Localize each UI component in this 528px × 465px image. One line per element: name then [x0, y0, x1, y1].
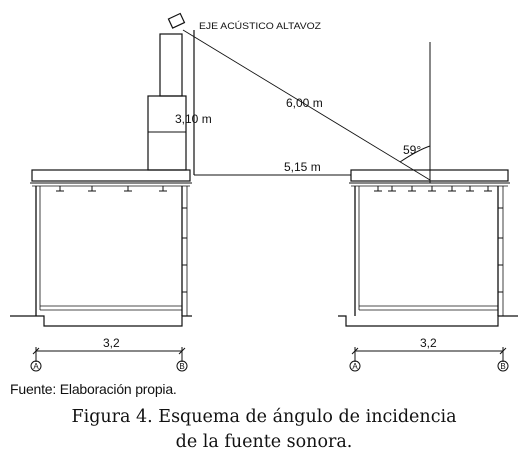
speaker-axis-label: EJE ACÚSTICO ALTAVOZ [199, 21, 321, 32]
height-label: 3,10 m [175, 112, 212, 126]
acoustic-axis-line [182, 29, 431, 181]
right-structure [338, 169, 518, 327]
left-wall-ticks [182, 207, 187, 293]
incidence-angle-diagram: EJE ACÚSTICO ALTAVOZ 3,10 m 6,00 m 5,15 … [10, 12, 518, 372]
axis-b-right-label: B [500, 362, 505, 371]
right-wall-ticks [498, 207, 503, 293]
figure-source: Fuente: Elaboración propia. [10, 381, 177, 397]
right-span-label: 3,2 [420, 336, 437, 350]
horizontal-distance-label: 5,15 m [284, 160, 321, 174]
left-span-label: 3,2 [103, 336, 120, 350]
right-ceiling-fixtures [374, 186, 492, 192]
axis-a-left-label: A [33, 362, 39, 371]
figure-caption-line1: Figura 4. Esquema de ángulo de incidenci… [71, 407, 457, 427]
left-dimension [30, 347, 188, 372]
angle-arc [399, 145, 431, 163]
speaker-tower [147, 30, 195, 175]
figure-caption-line2: de la fuente sonora. [175, 432, 353, 452]
left-ceiling-fixtures [56, 186, 167, 192]
axis-a-right-label: A [352, 362, 358, 371]
left-structure [10, 169, 192, 327]
slant-distance-label: 6,00 m [286, 96, 323, 110]
angle-label: 59° [403, 143, 421, 157]
right-dimension [349, 347, 509, 372]
speaker-icon [167, 12, 186, 29]
axis-b-left-label: B [179, 362, 184, 371]
